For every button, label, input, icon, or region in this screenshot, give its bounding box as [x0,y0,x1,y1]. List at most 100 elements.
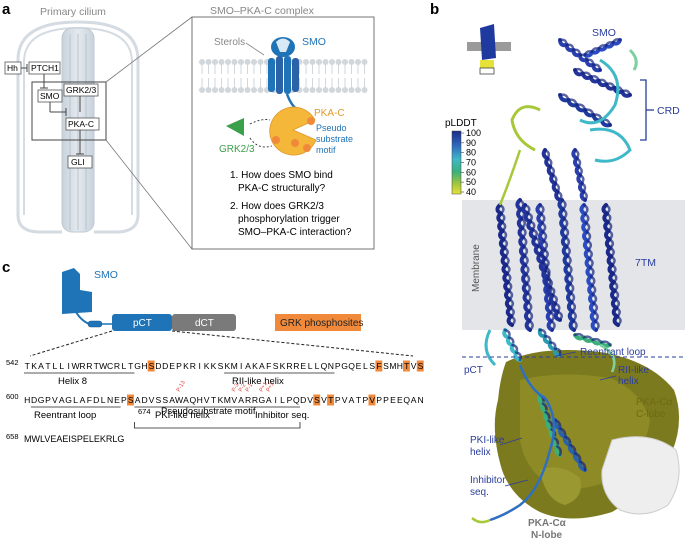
zoom-line-top [105,16,193,83]
lipid-head [251,59,257,65]
panel-label-c: c [2,259,10,276]
helix-turn [593,319,600,332]
p-site-label: P+2 [265,381,275,393]
lipid-head [355,87,361,93]
residue: V [411,361,417,371]
residue: N [417,395,423,405]
residue: R [293,361,299,371]
lipid-head [212,87,218,93]
residue: P [176,361,182,371]
residue: W [71,361,80,371]
sequence-row-number: 600 [6,392,19,401]
residue: R [79,361,85,371]
residue: A [169,395,175,405]
residue: L [280,395,285,405]
helix-turn [509,315,516,327]
lipid-head [212,59,218,65]
plddt-tick-label: 100 [466,128,481,138]
residue: P [121,395,127,405]
residue: P [335,395,341,405]
residue: C [107,361,113,371]
7tm-label: 7TM [635,257,656,269]
residue: E [114,395,120,405]
sterol-pointer [245,42,265,56]
residue: E [300,361,306,371]
question-2-line-2: phosphorylation trigger [238,214,340,225]
lipid-head [329,59,335,65]
residue: A [266,395,272,405]
lipid-head [309,59,316,65]
lipid-head [316,59,322,65]
seq-zoom-left [29,330,113,357]
residue: L [363,361,368,371]
residue: L [121,361,126,371]
pathway-diagram: Hh PTCH1 SMO GRK2/3 PKA-C GLI [4,61,100,169]
residue: T [94,361,100,371]
residue: S [418,361,424,371]
residue: M [224,395,231,405]
residue: T [328,395,334,405]
smo-structure [471,38,638,524]
phosphosite-highlight [313,394,321,406]
lipid-head [231,59,238,65]
p-site-label: P-3 [231,383,240,393]
plddt-tick-label: 90 [466,138,476,148]
grk-arrow-2 [249,137,273,148]
helix-turn [571,319,578,332]
phosphosite-highlight [368,394,376,406]
lipid-head [205,87,212,93]
residue: T [356,395,362,405]
inhibitor-seq-label: Inhibitor seq. [255,410,309,421]
residue: W [175,395,184,405]
residue: F [87,395,92,405]
helix-turn [556,310,563,322]
helix-turn [582,190,588,202]
lipid-head [225,87,231,93]
residue: E [397,395,403,405]
residue: H [197,395,203,405]
residue: K [31,361,37,371]
pkac-clobe-line-2: C-lobe [636,409,666,420]
residue: T [25,361,31,371]
residue: L [315,361,320,371]
residue: H [24,395,30,405]
sterols-label: Sterols [214,37,245,48]
lipid-head [316,87,322,93]
smo-topology-label: SMO [94,269,118,281]
residue: S [162,395,168,405]
loop [628,48,638,71]
lipid-head [361,87,368,93]
residue: K [252,361,258,371]
crd-bracket [640,79,647,141]
pki-structure-line-2: helix [470,447,491,458]
residue: R [252,395,258,405]
residue: P [45,395,51,405]
grk-legend-swatch [275,314,361,331]
helix-turn [615,315,622,327]
loop [489,364,556,522]
pseudo-line-2: substrate [316,134,353,144]
residue: L [101,395,106,405]
residue: E [356,361,362,371]
residue: A [259,361,265,371]
residue: R [114,361,120,371]
residue: K [183,361,189,371]
residue: I [199,361,201,371]
pseudo-line-1: Pseudo [316,123,347,133]
pki-helix-label: PKI-like helix [155,410,210,421]
smo-complex-label: SMO [302,36,326,48]
helix-turn [600,340,612,347]
lipid-head [257,59,264,65]
pki-structure-line-1: PKI-like [470,435,505,446]
residue: M [231,361,238,371]
residue: Q [348,361,355,371]
residue: V [231,395,237,405]
residue: D [155,361,161,371]
residue: G [134,361,141,371]
pseudo-motif-label: Pseudosubstrate motif [161,406,256,417]
smo-structure-label: SMO [592,27,616,39]
reentrant-seq-label: Reentrant loop [34,410,96,421]
residue: P [376,395,382,405]
